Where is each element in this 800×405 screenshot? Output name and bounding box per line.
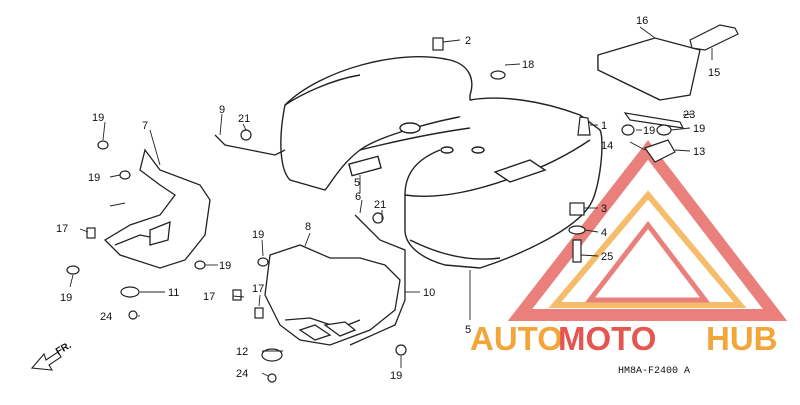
callout-16: 16	[636, 15, 648, 27]
watermark-word-auto: AUTO	[470, 320, 563, 357]
callout-4: 4	[601, 227, 607, 239]
diagram-reference-code: HM8A-F2400 A	[618, 366, 690, 377]
fender-stays	[214, 134, 406, 346]
callout-15: 15	[708, 67, 720, 79]
callout-11: 11	[168, 287, 179, 299]
callout-24-a: 24	[100, 311, 112, 323]
callout-1: 1	[601, 120, 607, 132]
callout-19-g: 19	[643, 125, 655, 137]
callout-24-b: 24	[236, 368, 248, 380]
nut-24b	[267, 373, 277, 383]
grommet-1	[577, 116, 591, 136]
callout-21-b: 21	[374, 199, 386, 211]
watermark-text: AUTO MOTO HUB	[470, 320, 778, 357]
clip-11	[120, 286, 140, 298]
callout-10: 10	[423, 287, 435, 299]
clip-12	[261, 348, 283, 362]
screw-19-left-1	[97, 140, 109, 150]
screw-17a	[232, 289, 242, 301]
screw-19b	[656, 124, 672, 136]
hardware-fasteners	[66, 37, 685, 383]
grommet-18	[490, 70, 506, 80]
stay-10	[349, 214, 406, 346]
callout-8: 8	[305, 221, 311, 233]
nut-21b	[372, 212, 384, 224]
callout-19-d: 19	[219, 260, 231, 272]
leader-lines	[69, 26, 713, 377]
callout-labels: 1 2 3 4 5 5 6 7 8 9 10 11 12 13 14 15 16…	[56, 15, 720, 382]
callout-25: 25	[601, 251, 613, 263]
callout-6: 6	[355, 191, 361, 203]
watermark-word-hub: HUB	[706, 320, 778, 357]
callout-12: 12	[236, 346, 248, 358]
callout-19-h: 19	[693, 123, 705, 135]
screw-19-bottom	[395, 344, 407, 356]
latch-part	[689, 24, 739, 51]
screw-19-left-3	[66, 265, 80, 275]
callout-19-f: 19	[390, 370, 402, 382]
right-side-mudguard	[264, 244, 401, 346]
screw-19-mid	[257, 257, 269, 267]
callout-9: 9	[219, 104, 225, 116]
callout-7: 7	[142, 120, 148, 132]
screw-17c	[86, 227, 96, 239]
callout-17-right: 17	[252, 283, 264, 295]
callout-21-a: 21	[238, 113, 250, 125]
callout-17-left: 17	[56, 223, 68, 235]
screw-19-left-4	[194, 260, 206, 270]
callout-5-outer: 5	[465, 324, 471, 336]
callout-5-inner: 5	[354, 177, 360, 189]
callout-3: 3	[601, 203, 607, 215]
grommet-2	[432, 37, 444, 51]
callout-19-e: 19	[252, 229, 264, 241]
callout-18: 18	[522, 59, 534, 71]
callout-19-a: 19	[92, 112, 104, 124]
bolt-25	[572, 239, 582, 263]
callout-23: 23	[683, 109, 695, 121]
front-direction-label: FR.	[54, 340, 74, 358]
rear-fender-body	[280, 56, 603, 269]
bracket-23	[623, 112, 685, 129]
stay-9	[214, 134, 286, 156]
callout-19-b: 19	[88, 172, 100, 184]
callout-13: 13	[693, 146, 705, 158]
nut-21a	[240, 129, 252, 141]
tool-box-lid	[597, 37, 701, 101]
front-direction-arrow: FR.	[30, 340, 74, 371]
callout-19-c: 19	[60, 292, 72, 304]
watermark-word-moto: MOTO	[558, 320, 656, 357]
screw-17b	[254, 307, 264, 319]
screw-19a	[621, 124, 635, 136]
callout-14: 14	[601, 140, 613, 152]
screw-19-left-2	[119, 170, 131, 180]
bracket-13	[644, 139, 676, 163]
nut-24a	[128, 310, 138, 320]
collar-3	[569, 202, 585, 216]
left-side-mudguard	[103, 148, 211, 269]
callout-17-mid: 17	[203, 291, 215, 303]
washer-4	[568, 225, 586, 235]
callout-2: 2	[465, 35, 471, 47]
